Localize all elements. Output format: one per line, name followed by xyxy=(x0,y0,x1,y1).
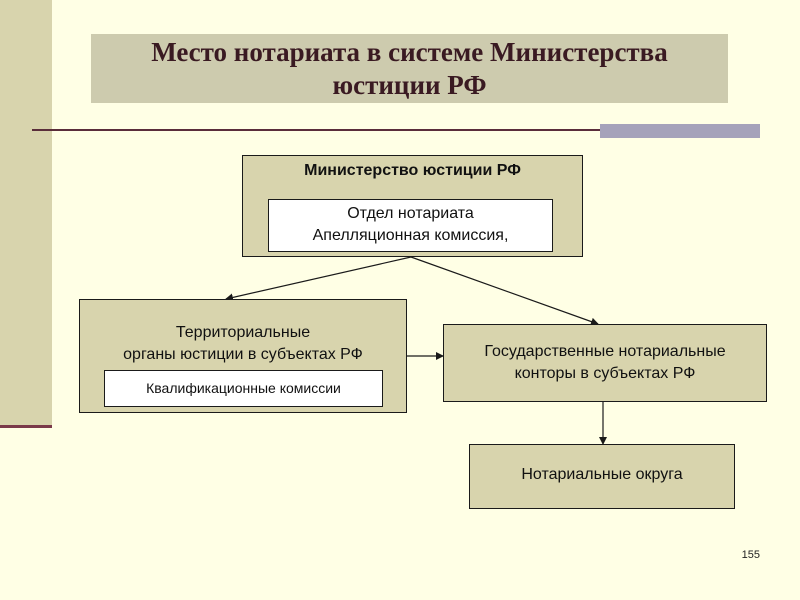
notary-department-box: Отдел нотариата Апелляционная комиссия, xyxy=(268,199,553,252)
territorial-bodies-box: Территориальные органы юстиции в субъект… xyxy=(79,299,407,413)
left-decor-band xyxy=(0,0,52,428)
appeal-commission-label: Апелляционная комиссия, xyxy=(312,227,509,244)
state-notary-offices-label: Государственные нотариальные конторы в с… xyxy=(444,341,766,385)
offices-line-1: Государственные нотариальные xyxy=(484,343,726,360)
territorial-line-2: органы юстиции в субъектах РФ xyxy=(123,346,363,363)
slide-number: 155 xyxy=(741,549,760,561)
left-decor-line xyxy=(0,425,52,428)
title-banner: Место нотариата в системе Министерства ю… xyxy=(91,34,728,103)
state-notary-offices-box: Государственные нотариальные конторы в с… xyxy=(443,324,767,402)
qualification-commissions-label: Квалификационные комиссии xyxy=(146,380,341,396)
notary-districts-box: Нотариальные округа xyxy=(469,444,735,509)
arrow-ministry-to-offices xyxy=(410,256,599,326)
offices-line-2: конторы в субъектах РФ xyxy=(514,365,696,382)
title-divider-block xyxy=(600,124,760,138)
notary-department-label: Отдел нотариата xyxy=(347,205,474,222)
territorial-line-1: Территориальные xyxy=(175,324,311,341)
ministry-title: Министерство юстиции РФ xyxy=(304,162,521,179)
territorial-bodies-label: Территориальные органы юстиции в субъект… xyxy=(80,322,406,366)
arrow-ministry-to-territorial xyxy=(225,256,412,302)
notary-districts-label: Нотариальные округа xyxy=(521,466,683,483)
qualification-commissions-box: Квалификационные комиссии xyxy=(104,370,383,407)
ministry-box: Министерство юстиции РФ Отдел нотариата … xyxy=(242,155,583,257)
title-divider-line xyxy=(32,129,760,131)
slide-title: Место нотариата в системе Министерства ю… xyxy=(151,36,668,100)
